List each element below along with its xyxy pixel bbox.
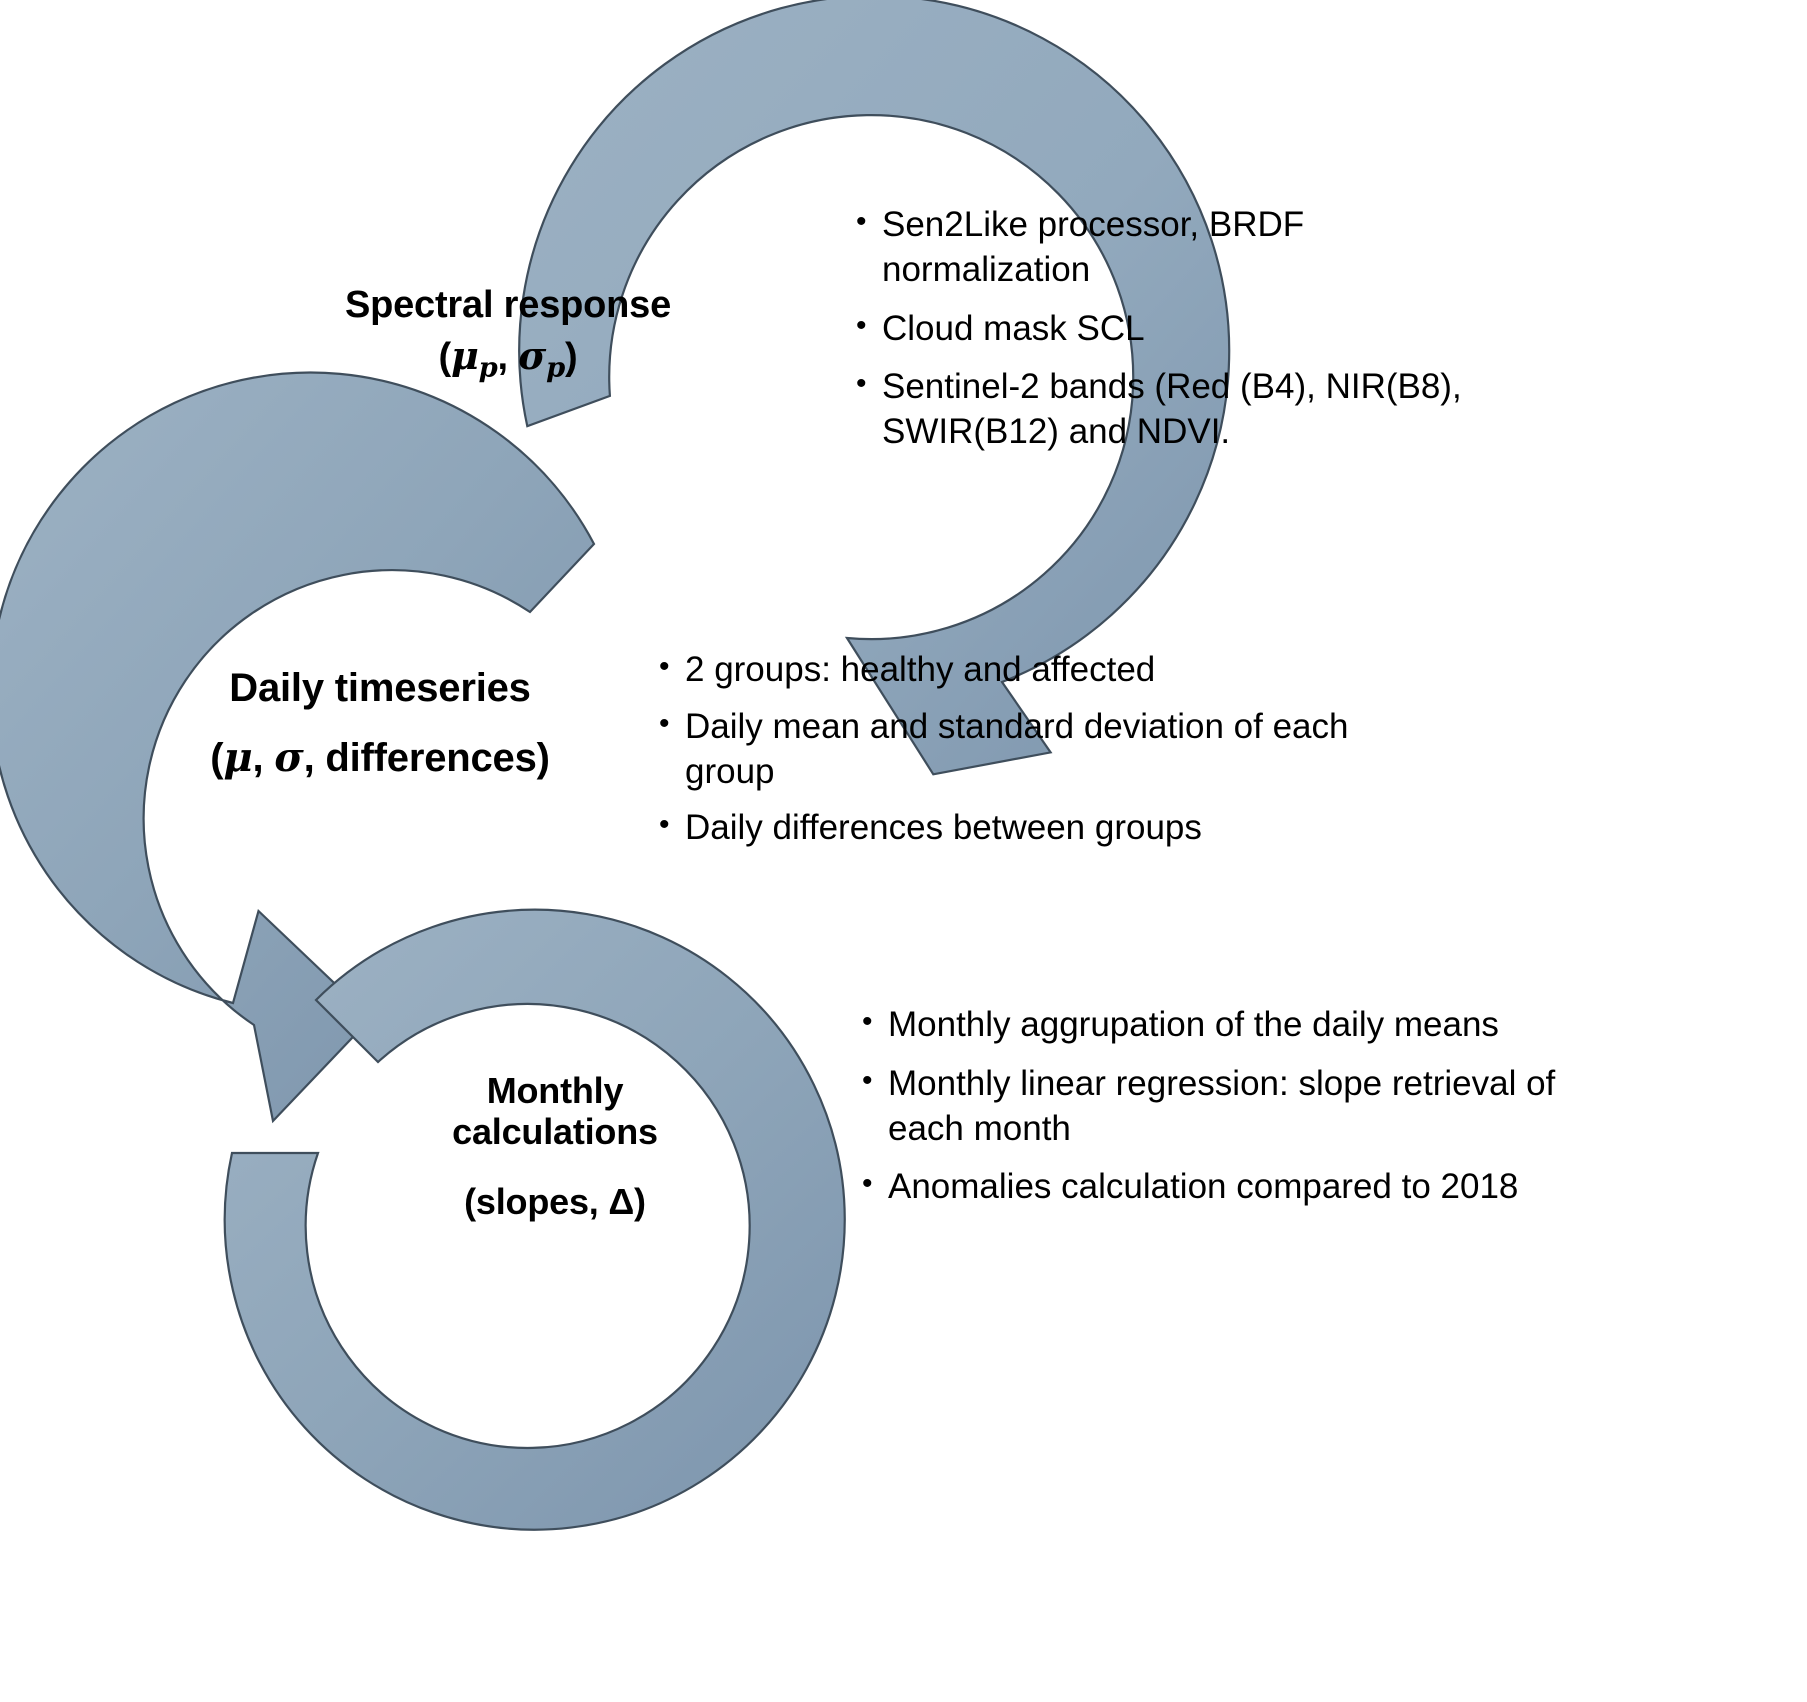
stage-title-monthly-line1: Monthly [486, 1070, 624, 1111]
list-item: Daily mean and standard deviation of eac… [655, 704, 1415, 795]
bullet-list-monthly-calculations: Monthly aggrupation of the daily means M… [858, 1002, 1558, 1224]
list-item: Anomalies calculation compared to 2018 [858, 1164, 1558, 1210]
list-item: Sen2Like processor, BRDF normalization [852, 202, 1492, 293]
stage-subtitle-daily-timeseries: (μ, σ, differences) [210, 734, 550, 782]
list-item: Daily differences between groups [655, 805, 1415, 851]
stage-subtitle-spectral-response: (μp, σp) [438, 332, 578, 384]
stage-label-daily-timeseries: Daily timeseries (μ, σ, differences) [100, 665, 660, 782]
list-item: Monthly linear regression: slope retriev… [858, 1061, 1558, 1152]
stage-label-spectral-response: Spectral response (μp, σp) [258, 283, 758, 384]
list-item: Cloud mask SCL [852, 306, 1492, 352]
stage-title-daily-timeseries: Daily timeseries [229, 666, 531, 710]
list-item: Monthly aggrupation of the daily means [858, 1002, 1558, 1048]
list-item: Sentinel-2 bands (Red (B4), NIR(B8), SWI… [852, 364, 1492, 455]
stage-title-spectral-response: Spectral response [344, 284, 672, 326]
stage-subtitle-monthly-calculations: (slopes, Δ) [464, 1180, 646, 1222]
stage-title-monthly-line2: calculations [452, 1111, 658, 1153]
list-item: 2 groups: healthy and affected [655, 647, 1415, 693]
bullet-list-daily-timeseries: 2 groups: healthy and affected Daily mea… [655, 647, 1415, 863]
bullet-list-spectral-response: Sen2Like processor, BRDF normalization C… [852, 202, 1492, 469]
stage-label-monthly-calculations: Monthly calculations (slopes, Δ) [355, 1070, 755, 1223]
